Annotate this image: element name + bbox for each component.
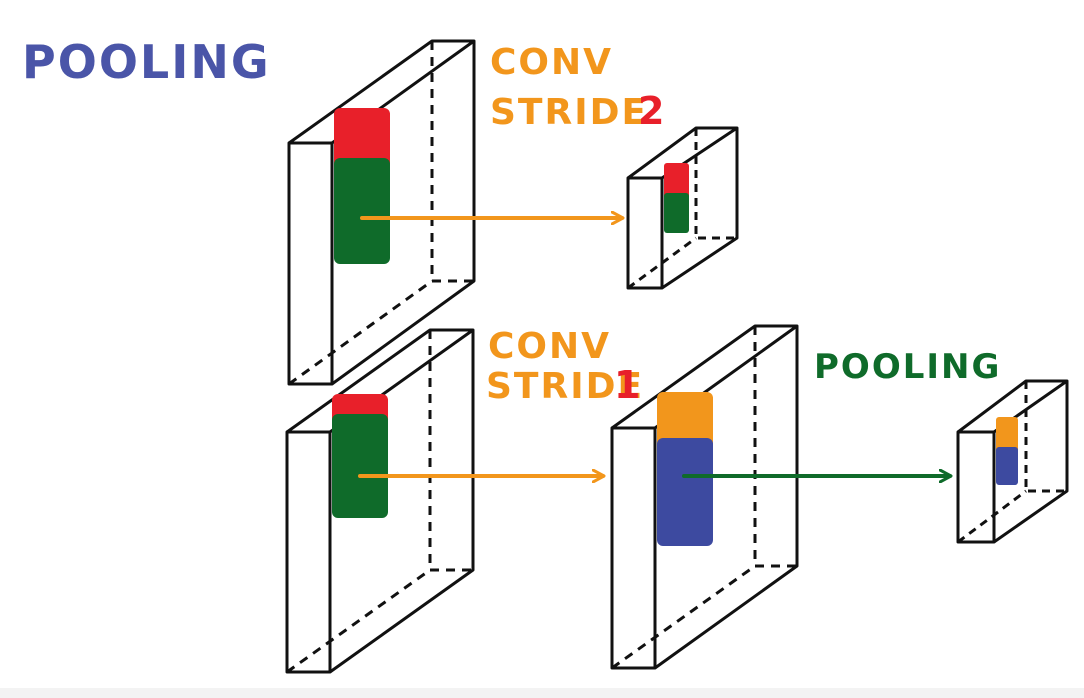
- filter-patch-green-top: [334, 158, 390, 264]
- bottom-strip: [0, 688, 1084, 698]
- output-patch-green-stride2: [664, 193, 689, 233]
- input-volume-bottom: [285, 328, 475, 674]
- label-conv-bottom: CONV: [488, 326, 611, 367]
- pooled-output-volume: [956, 379, 1069, 544]
- output-volume-stride2: [626, 126, 739, 290]
- title: POOLING: [22, 35, 271, 89]
- label-stride-top: STRIDE: [490, 92, 648, 133]
- label-stride-bottom: STRIDE: [486, 366, 644, 407]
- label-stride-value-2: 2: [638, 89, 666, 133]
- input-volume-top: [287, 39, 476, 386]
- pooled-patch-blue: [996, 447, 1018, 485]
- label-stride-value-1: 1: [614, 363, 642, 407]
- label-conv-top: CONV: [490, 42, 613, 83]
- patch-blue-middle: [657, 438, 713, 546]
- label-pooling: POOLING: [814, 347, 1001, 387]
- conv-output-volume: [610, 324, 799, 670]
- filter-patch-green-bottom: [332, 414, 388, 518]
